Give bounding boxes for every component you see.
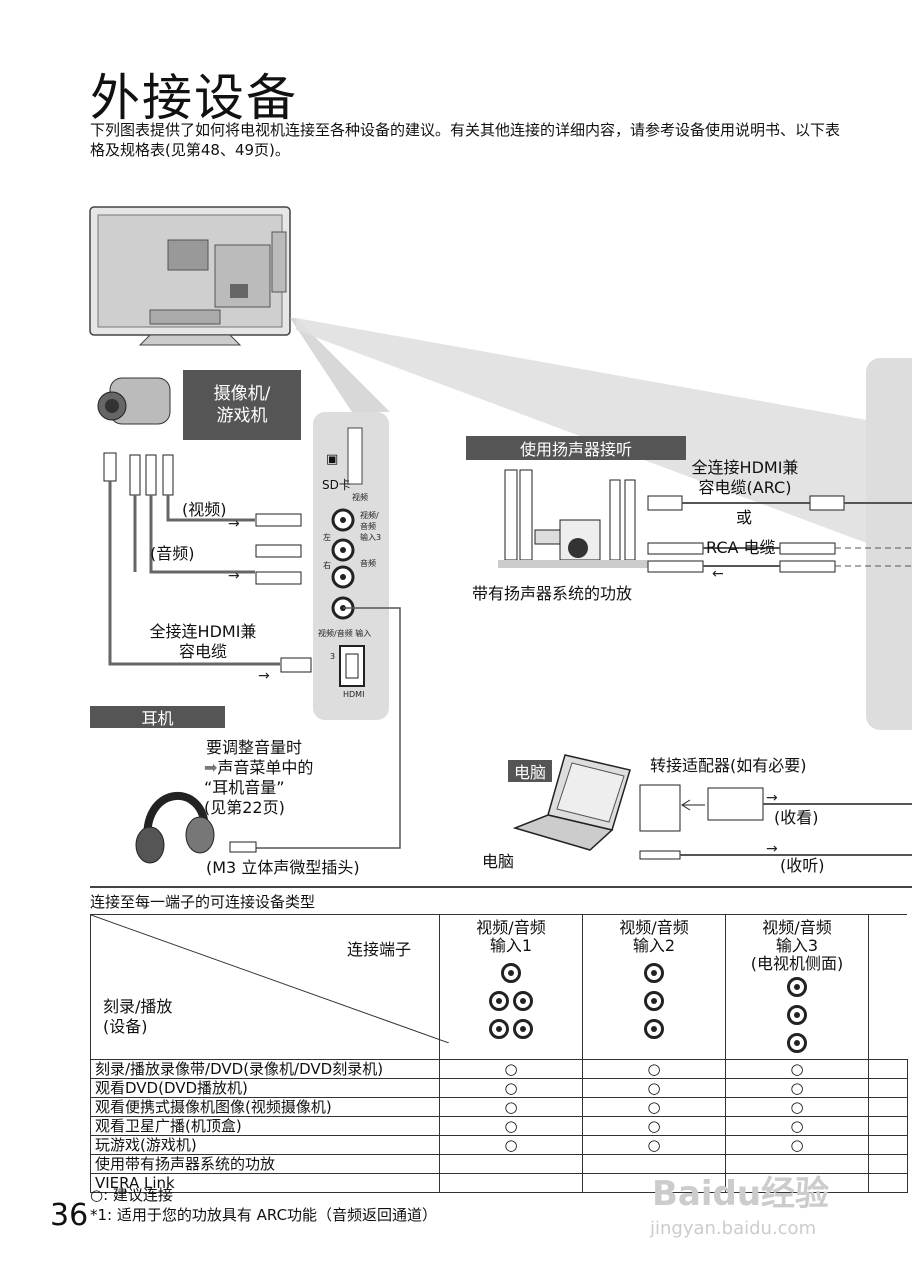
row-mark: ○ <box>583 1079 726 1098</box>
row-mark: ○ <box>726 1117 869 1136</box>
camcorder-game-label: 摄像机/ 游戏机 <box>183 370 301 440</box>
row-mark: ○ <box>583 1117 726 1136</box>
or-label: 或 <box>736 508 752 528</box>
panel-video-label: 视频 <box>352 492 368 503</box>
adapter-label: 转接适配器(如有必要) <box>650 756 807 776</box>
table-section-title: 连接至每一端子的可连接设备类型 <box>90 891 315 912</box>
row-extra <box>869 1079 908 1098</box>
column-title: 视频/音频 输入2 <box>587 919 721 955</box>
arrow-right-icon: ➡ <box>204 758 217 777</box>
tv-back-illustration <box>90 207 290 345</box>
sd-card-label: SD卡 <box>322 476 351 493</box>
amp-caption: 带有扬声器系统的功放 <box>472 584 632 604</box>
listen-label: (收听) <box>780 856 825 876</box>
table-header-row: 连接端子 刻录/播放 (设备) 视频/音频 输入1 视频/音频 输入2 视频/音… <box>91 915 908 1060</box>
footnote-text: *1: 适用于您的功放具有 ARC功能（音频返回通道） <box>90 1204 437 1225</box>
page-number: 36 <box>50 1198 88 1233</box>
panel-three-label: 3 <box>330 652 335 661</box>
row-label: 观看DVD(DVD播放机) <box>91 1079 440 1098</box>
table-row: 玩游戏(游戏机) ○ ○ ○ <box>91 1136 908 1155</box>
volume-note-body: ➡声音菜单中的 “耳机音量” (见第22页) <box>204 758 313 818</box>
table-row: 观看DVD(DVD播放机) ○ ○ ○ <box>91 1079 908 1098</box>
row-extra <box>869 1174 908 1193</box>
column-title: 视频/音频 输入3 (电视机侧面) <box>730 919 864 973</box>
row-mark <box>440 1174 583 1193</box>
row-label: 玩游戏(游戏机) <box>91 1136 440 1155</box>
row-mark: ○ <box>726 1136 869 1155</box>
video-label: (视频) <box>182 500 227 520</box>
section-divider <box>90 886 912 888</box>
sd-card-icon: ▣ <box>326 452 338 467</box>
row-mark: ○ <box>726 1098 869 1117</box>
table-corner-cell: 连接端子 刻录/播放 (设备) <box>91 915 440 1060</box>
audio-label: (音频) <box>150 544 195 564</box>
speaker-label: 使用扬声器接听 <box>466 436 686 460</box>
row-extra <box>869 1098 908 1117</box>
headphones-illustration <box>136 796 214 863</box>
row-mark: ○ <box>726 1079 869 1098</box>
svg-text:→: → <box>258 668 270 684</box>
watch-label: (收看) <box>774 808 819 828</box>
row-mark: ○ <box>726 1060 869 1079</box>
volume-note-title: 要调整音量时 <box>206 738 302 758</box>
svg-text:→: → <box>228 568 240 584</box>
row-extra <box>869 1136 908 1155</box>
watermark-brand: Baidu经验 <box>652 1166 829 1215</box>
row-mark: ○ <box>440 1136 583 1155</box>
legend-text: ○: 建议连接 <box>90 1184 173 1205</box>
row-label: 观看卫星广播(机顶盒) <box>91 1117 440 1136</box>
row-mark: ○ <box>440 1117 583 1136</box>
av2-jacks-icon <box>587 961 721 1045</box>
av3-jacks-icon <box>730 975 864 1059</box>
m3-plug-label: (M3 立体声微型插头) <box>206 858 360 878</box>
arc-cable-label: 全连接HDMI兼 容电缆(ARC) <box>680 458 810 498</box>
panel-right-label: 右 <box>323 560 331 571</box>
row-extra <box>869 1117 908 1136</box>
svg-text:→: → <box>766 841 778 857</box>
camcorder-illustration <box>98 378 170 424</box>
earphone-label: 耳机 <box>90 706 225 728</box>
column-header-extra <box>869 915 908 1060</box>
volume-note-text: 声音菜单中的 “耳机音量” (见第22页) <box>204 758 313 817</box>
panel-av-in3-label: 视频/ 音频 输入3 <box>360 510 381 543</box>
row-mark: ○ <box>583 1136 726 1155</box>
panel-left-label: 左 <box>323 532 331 543</box>
row-label: 观看便携式摄像机图像(视频摄像机) <box>91 1098 440 1117</box>
speaker-system-illustration <box>498 470 648 568</box>
column-header-av2: 视频/音频 输入2 <box>583 915 726 1060</box>
svg-text:←: ← <box>712 566 724 582</box>
watermark-url: jingyan.baidu.com <box>650 1218 816 1239</box>
rca-cable-label: RCA 电缆 <box>706 538 776 558</box>
row-mark: ○ <box>440 1079 583 1098</box>
hdmi-cable-label: 全接连HDMI兼 容电缆 <box>128 622 278 662</box>
panel-av-input-label: 视频/音频 输入 <box>318 628 371 639</box>
svg-text:→: → <box>766 790 778 806</box>
row-mark: ○ <box>440 1098 583 1117</box>
column-header-av3: 视频/音频 输入3 (电视机侧面) <box>726 915 869 1060</box>
column-title: 视频/音频 输入1 <box>444 919 578 955</box>
panel-hdmi-label: HDMI <box>343 690 364 699</box>
row-extra <box>869 1060 908 1079</box>
corner-top-label: 连接端子 <box>347 941 411 959</box>
row-mark: ○ <box>440 1060 583 1079</box>
corner-bottom-label: 刻录/播放 (设备) <box>103 997 172 1037</box>
row-mark: ○ <box>583 1060 726 1079</box>
panel-audio-label: 音频 <box>360 558 376 569</box>
row-mark: ○ <box>583 1098 726 1117</box>
connection-table: 连接端子 刻录/播放 (设备) 视频/音频 输入1 视频/音频 输入2 视频/音… <box>90 914 908 1193</box>
av1-jacks-icon <box>444 961 578 1045</box>
svg-text:→: → <box>228 516 240 532</box>
pc-label: 电脑 <box>508 760 552 782</box>
table-row: 刻录/播放录像带/DVD(录像机/DVD刻录机) ○ ○ ○ <box>91 1060 908 1079</box>
row-extra <box>869 1155 908 1174</box>
column-header-av1: 视频/音频 输入1 <box>440 915 583 1060</box>
row-label: 使用带有扬声器系统的功放 <box>91 1155 440 1174</box>
table-row: 观看便携式摄像机图像(视频摄像机) ○ ○ ○ <box>91 1098 908 1117</box>
row-mark <box>440 1155 583 1174</box>
pc-caption: 电脑 <box>482 852 514 872</box>
row-label: 刻录/播放录像带/DVD(录像机/DVD刻录机) <box>91 1060 440 1079</box>
table-row: 观看卫星广播(机顶盒) ○ ○ ○ <box>91 1117 908 1136</box>
